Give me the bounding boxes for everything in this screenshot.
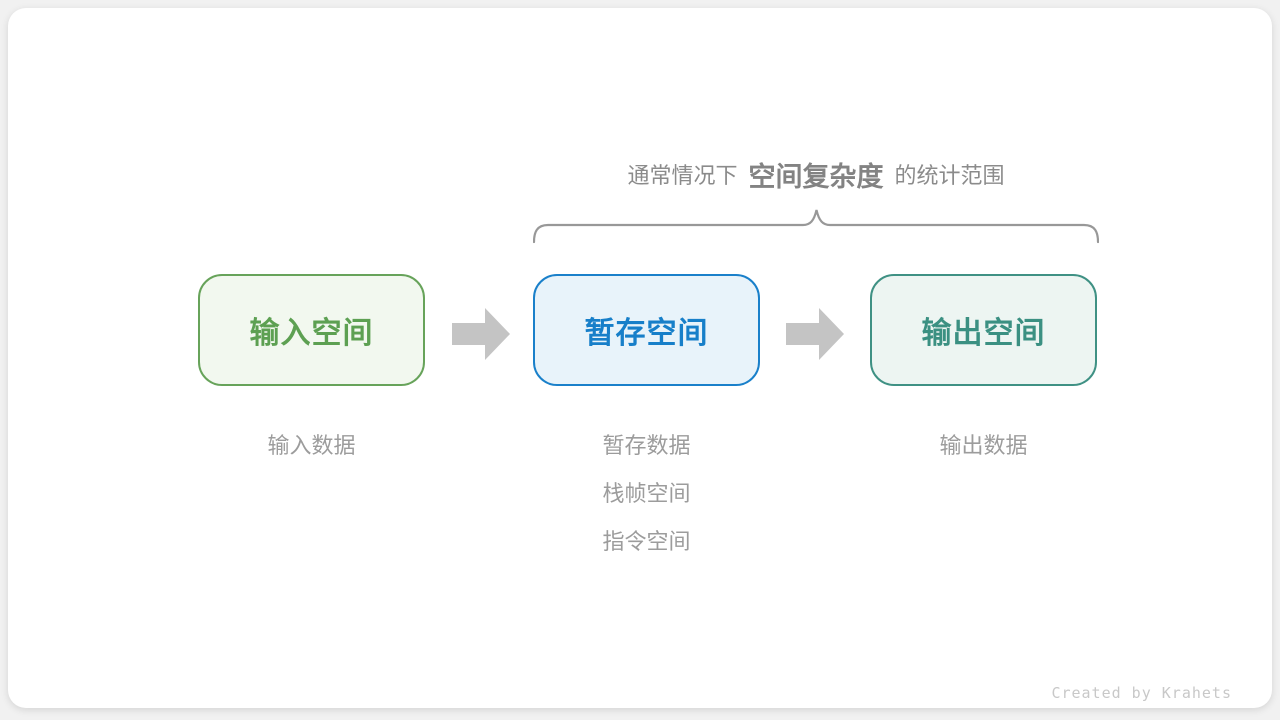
box-temp-space: 暂存空间 (533, 274, 760, 386)
box-input-space: 输入空间 (198, 274, 425, 386)
note-item: 暂存数据 (602, 433, 691, 458)
scope-caption: 通常情况下 空间复杂度 的统计范围 (533, 152, 1099, 196)
note-item: 指令空间 (602, 529, 691, 554)
output-space-notes: 输出数据 (870, 422, 1097, 470)
temp-space-notes: 暂存数据 栈帧空间 指令空间 (533, 422, 760, 566)
note-item: 输入数据 (267, 433, 356, 458)
box-temp-space-label: 暂存空间 (584, 317, 709, 350)
diagram-card: 通常情况下 空间复杂度 的统计范围 输入空间 暂存空间 输出空间 输入数据 暂存… (8, 8, 1272, 708)
caption-suffix: 的统计范围 (894, 163, 1005, 188)
note-item: 输出数据 (939, 433, 1028, 458)
box-input-space-label: 输入空间 (249, 317, 374, 350)
caption-emphasis: 空间复杂度 (748, 161, 884, 192)
input-space-notes: 输入数据 (198, 422, 425, 470)
box-output-space: 输出空间 (870, 274, 1097, 386)
arrow-right-icon (786, 308, 844, 360)
caption-prefix: 通常情况下 (627, 163, 738, 188)
note-item: 栈帧空间 (602, 481, 691, 506)
curly-brace (533, 209, 1099, 244)
arrow-right-icon (452, 308, 510, 360)
credit-text: Created by Krahets (1051, 684, 1232, 702)
box-output-space-label: 输出空间 (921, 317, 1046, 350)
